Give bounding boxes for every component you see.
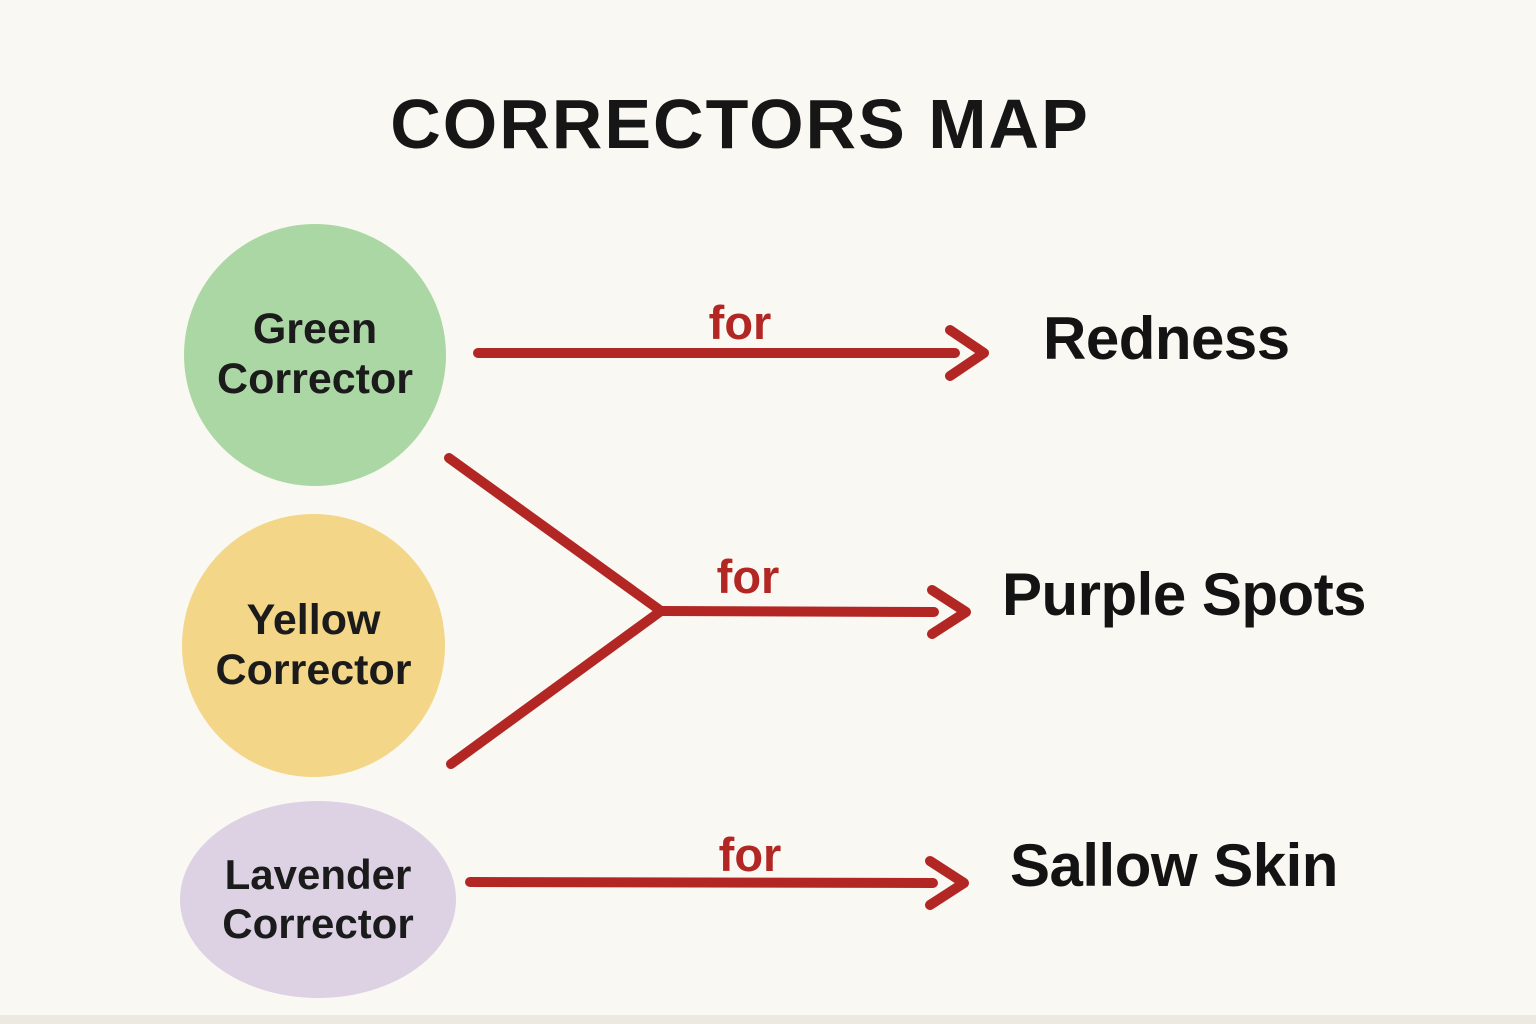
arrow-lavender-to-sallow-skin-head xyxy=(925,856,969,910)
edge-label-for-redness: for xyxy=(708,296,772,349)
target-purple-spots: Purple Spots xyxy=(1002,561,1367,628)
node-lavender-corrector-label: Lavender Corrector xyxy=(222,850,414,947)
edge-label-for-sallow-skin: for xyxy=(718,828,782,881)
edge-label-for-purple-spots: for xyxy=(716,550,780,603)
arrow-lavender-to-sallow-skin-line xyxy=(465,877,938,888)
node-yellow-corrector-label: Yellow Corrector xyxy=(215,595,412,694)
arrow-merge-diagonals xyxy=(444,453,666,769)
target-redness: Redness xyxy=(1043,305,1290,372)
node-green-corrector: Green Corrector xyxy=(184,224,446,486)
bottom-edge-shadow xyxy=(0,1015,1536,1024)
arrow-merge-to-purple-spots-head xyxy=(927,585,971,639)
diagram-title: CORRECTORS MAP xyxy=(390,85,1090,163)
node-green-corrector-label: Green Corrector xyxy=(217,305,413,403)
node-yellow-corrector: Yellow Corrector xyxy=(182,514,445,777)
node-lavender-corrector: Lavender Corrector xyxy=(180,801,456,998)
arrow-merge-to-purple-spots-line xyxy=(656,606,939,617)
target-sallow-skin: Sallow Skin xyxy=(1010,832,1338,899)
arrow-green-to-redness-head xyxy=(945,325,989,381)
